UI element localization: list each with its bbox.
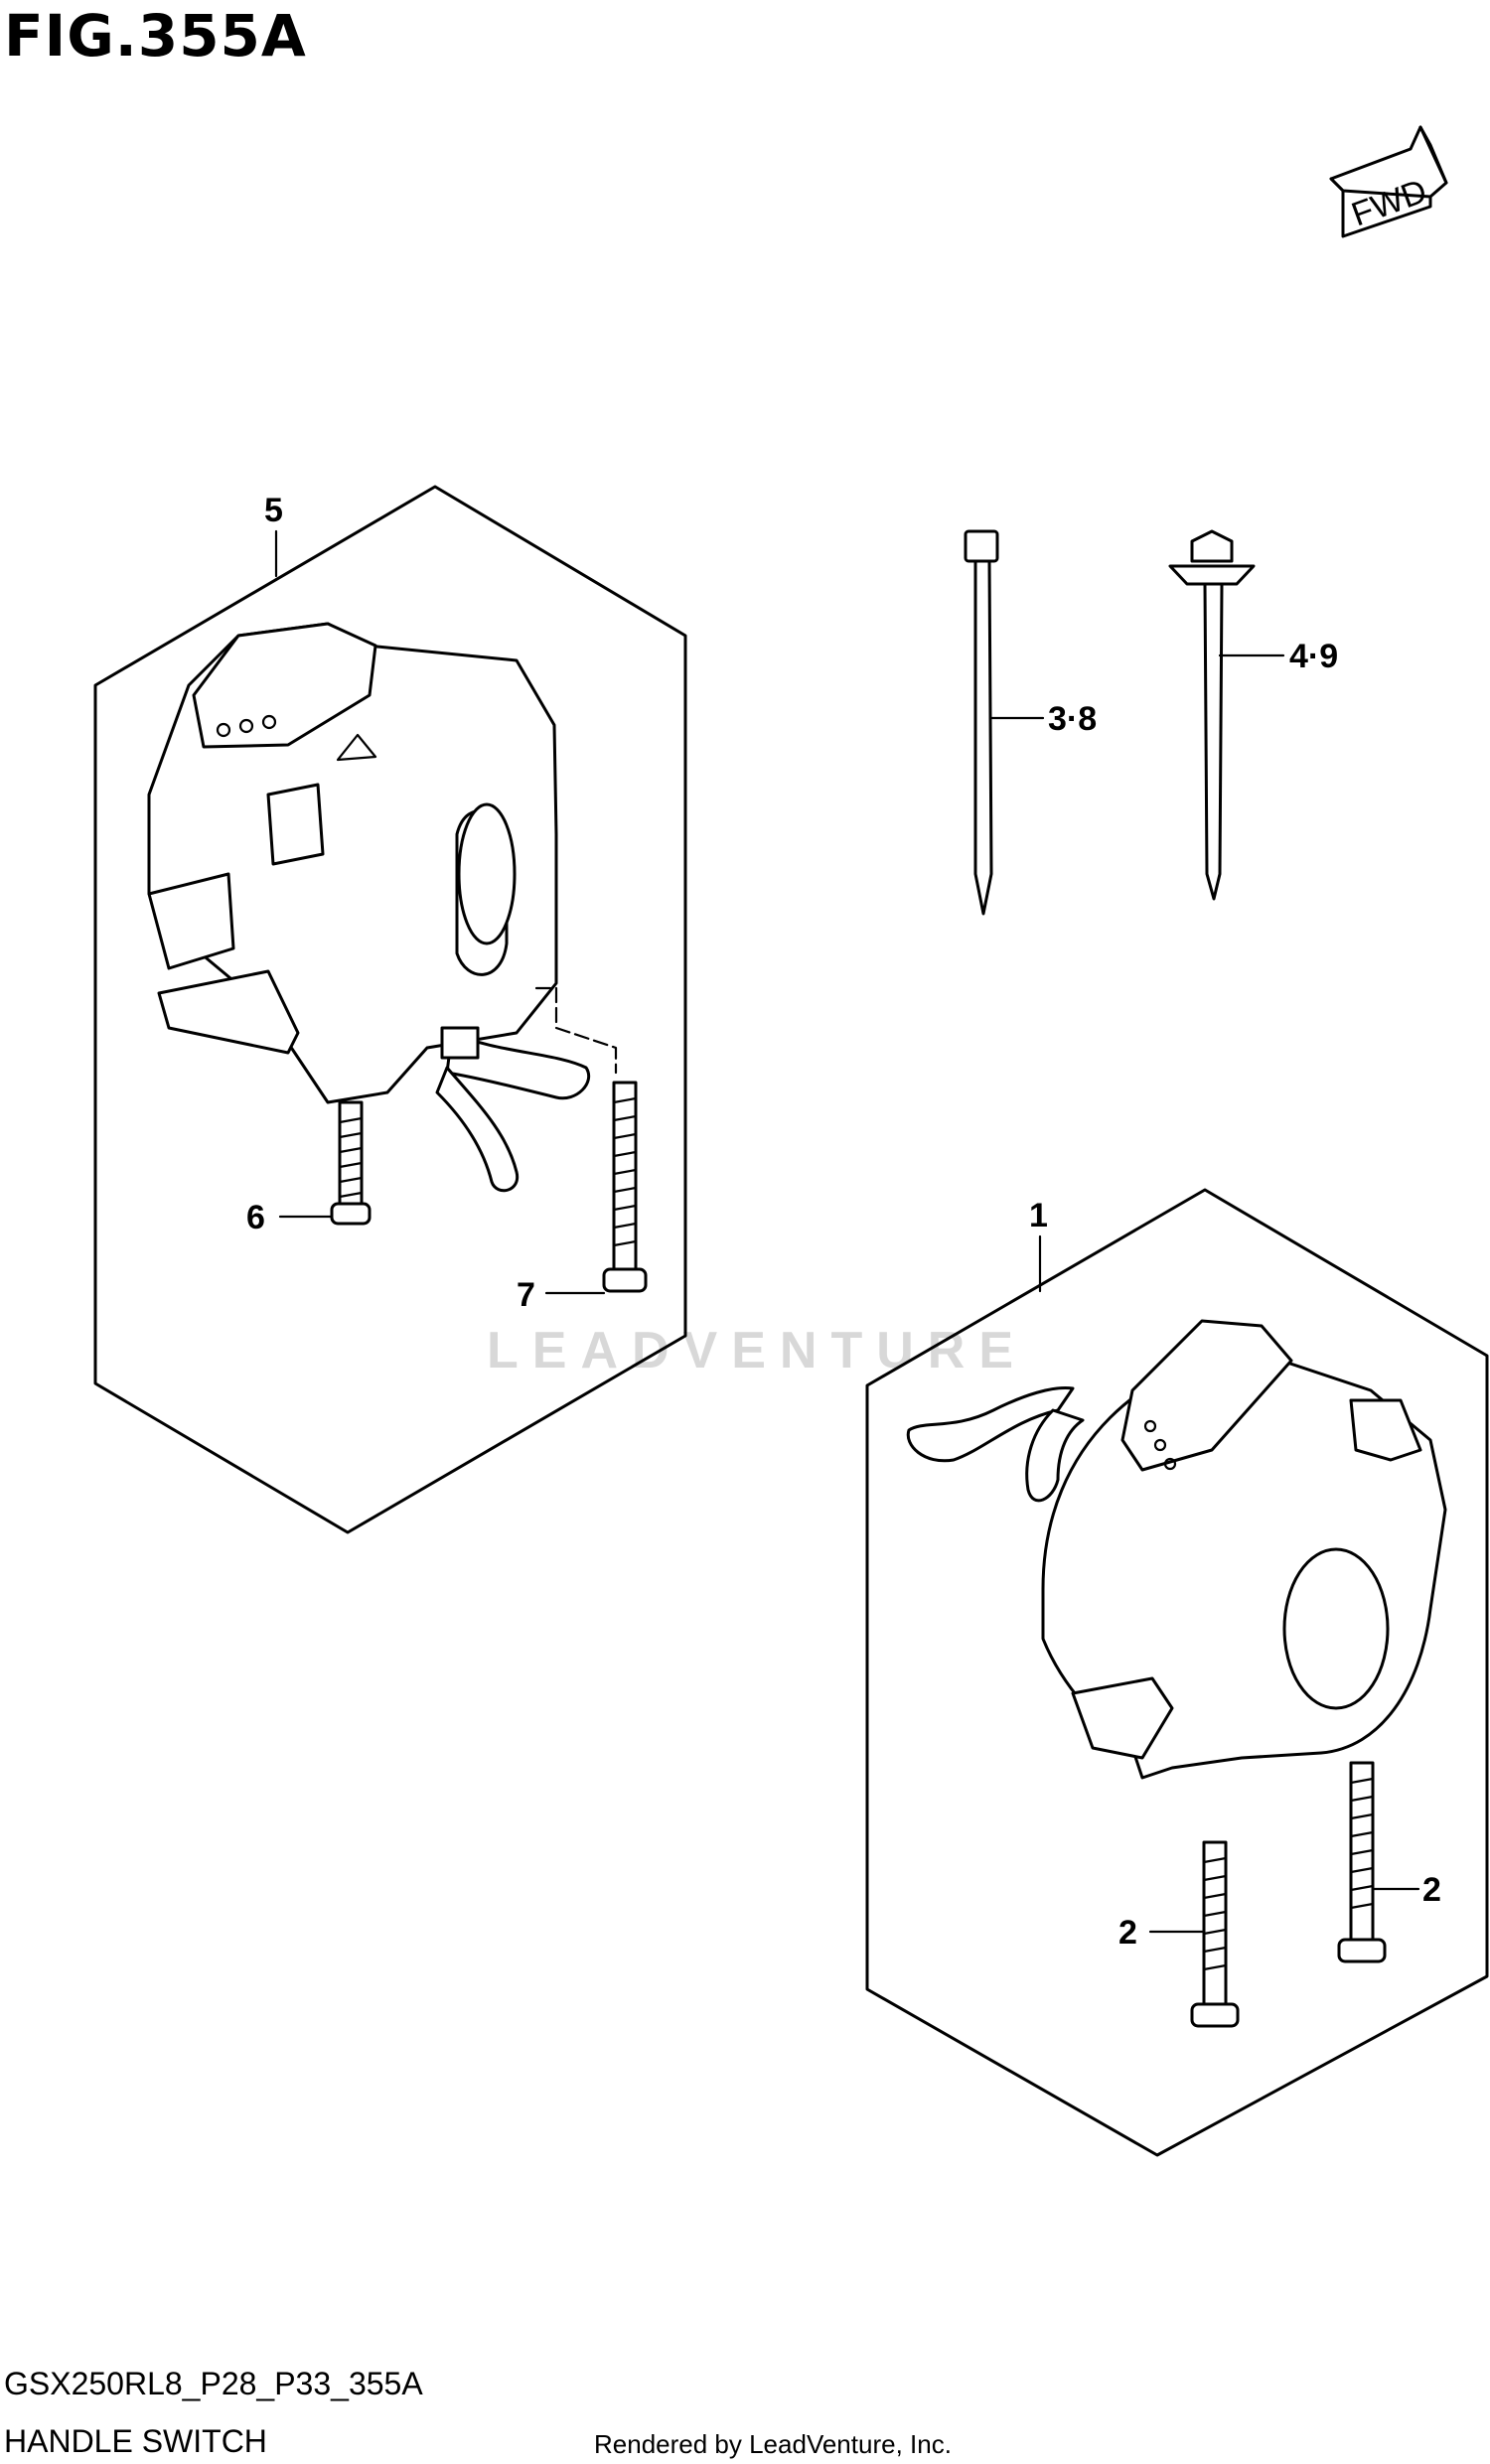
cable-tie-part-38 [964, 529, 999, 916]
forward-arrow-icon: FWD [1329, 125, 1448, 238]
screw-part-7 [602, 1081, 648, 1293]
screw-part-2a [1190, 1840, 1240, 2028]
right-handle-switch [906, 1319, 1447, 1780]
figure-title: FIG.355A [4, 2, 307, 70]
callout-1: 1 [1029, 1197, 1048, 1234]
forward-label: FWD [1347, 172, 1432, 233]
screw-part-2b [1337, 1761, 1387, 1963]
callout-49: 4·9 [1289, 638, 1338, 675]
rendered-by: Rendered by LeadVenture, Inc. [594, 2429, 952, 2459]
cable-tie-part-49 [1168, 529, 1256, 901]
model-code: GSX250RL8_P28_P33_355A [4, 2366, 423, 2401]
group-frame-right [865, 1188, 1489, 2157]
callout-2b: 2 [1422, 1871, 1441, 1909]
group-frame-left [93, 485, 687, 1534]
left-handle-switch [147, 622, 618, 1193]
callout-38: 3·8 [1048, 700, 1097, 738]
callout-6: 6 [246, 1199, 265, 1236]
callout-7: 7 [517, 1276, 535, 1314]
screw-part-6 [330, 1100, 372, 1226]
callout-5: 5 [264, 492, 283, 529]
callout-2a: 2 [1118, 1914, 1137, 1952]
section-name: HANDLE SWITCH [4, 2423, 267, 2459]
